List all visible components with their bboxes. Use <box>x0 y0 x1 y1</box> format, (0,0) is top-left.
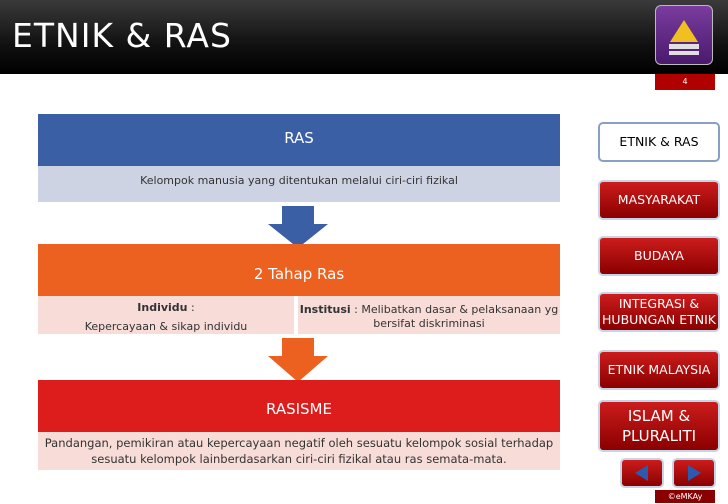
nav-masyarakat[interactable]: MASYARAKAT <box>598 180 720 220</box>
page-number: 4 <box>655 74 715 90</box>
prev-button[interactable] <box>620 458 664 488</box>
individu-colon: : <box>187 301 195 314</box>
nav-islam-pluraliti[interactable]: ISLAM & PLURALITI <box>598 400 720 452</box>
left-triangle-icon <box>635 465 648 481</box>
next-button[interactable] <box>672 458 716 488</box>
nav-integrasi[interactable]: INTEGRASI & HUBUNGAN ETNIK <box>598 292 720 332</box>
slide-title: ETNIK & RAS <box>12 16 232 55</box>
individu-text: Kepercayaan & sikap individu <box>84 320 248 333</box>
rasisme-band: RASISME <box>38 380 560 432</box>
individu-box: Individu : Kepercayaan & sikap individu <box>38 296 294 334</box>
down-arrow-icon <box>268 338 328 382</box>
nav-budaya[interactable]: BUDAYA <box>598 236 720 276</box>
tahap-band: 2 Tahap Ras <box>38 244 560 296</box>
logo <box>655 5 713 65</box>
copyright: ©eMKAy <box>655 490 715 503</box>
ras-band: RAS <box>38 114 560 166</box>
right-triangle-icon <box>688 465 701 481</box>
institusi-box: Institusi : Melibatkan dasar & pelaksana… <box>298 296 560 334</box>
nav-etnik-ras[interactable]: ETNIK & RAS <box>598 122 720 162</box>
down-arrow-icon <box>268 206 328 248</box>
rasisme-description: Pandangan, pemikiran atau kepercayaan ne… <box>38 432 560 470</box>
ras-description: Kelompok manusia yang ditentukan melalui… <box>38 166 560 202</box>
individu-label: Individu <box>137 301 188 314</box>
institusi-text: : Melibatkan dasar & pelaksanaan yg bers… <box>350 303 559 330</box>
slide-header: ETNIK & RAS 4 <box>0 0 728 90</box>
nav-etnik-malaysia[interactable]: ETNIK MALAYSIA <box>598 350 720 390</box>
institusi-label: Institusi <box>299 303 351 316</box>
